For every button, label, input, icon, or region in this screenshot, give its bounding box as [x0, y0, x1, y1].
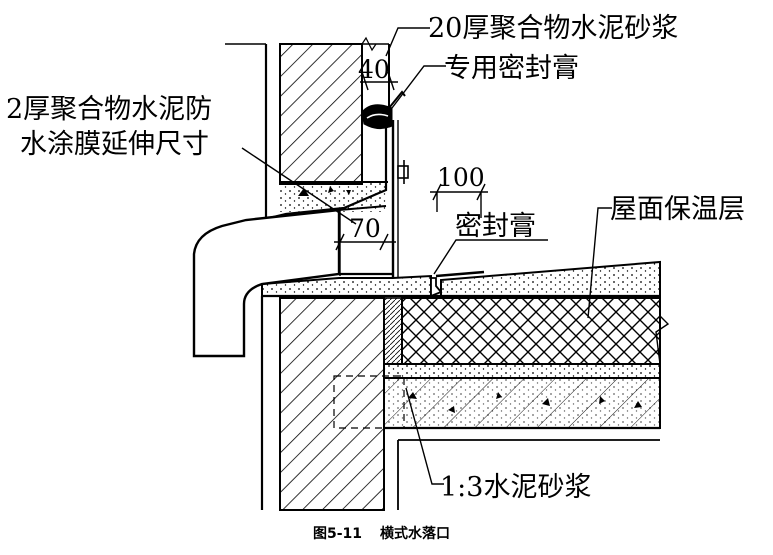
- label-membrane-line1: 2厚聚合物水泥防: [6, 94, 212, 125]
- label-mortar-13: 1:3水泥砂浆: [440, 472, 591, 503]
- dimension-70: [334, 210, 396, 276]
- dim-70: 70: [349, 214, 381, 243]
- label-sealant: 密封膏: [455, 211, 536, 242]
- dimension-40: [360, 71, 398, 91]
- lower-wall: [260, 296, 660, 511]
- leader-lines: [241, 27, 612, 485]
- label-membrane-line2: 水涂膜延伸尺寸: [20, 129, 209, 160]
- label-insulation: 屋面保温层: [610, 194, 745, 225]
- dim-40: 40: [358, 55, 390, 84]
- roof-layers: [261, 260, 670, 430]
- dimension-100: [430, 183, 488, 218]
- figure-title: 横式水落口: [380, 525, 450, 542]
- figure-number: 图5-11: [313, 526, 362, 542]
- label-mortar-20: 20厚聚合物水泥砂浆: [428, 13, 678, 44]
- label-sealant-special: 专用密封膏: [444, 53, 579, 84]
- dim-100: 100: [437, 163, 485, 192]
